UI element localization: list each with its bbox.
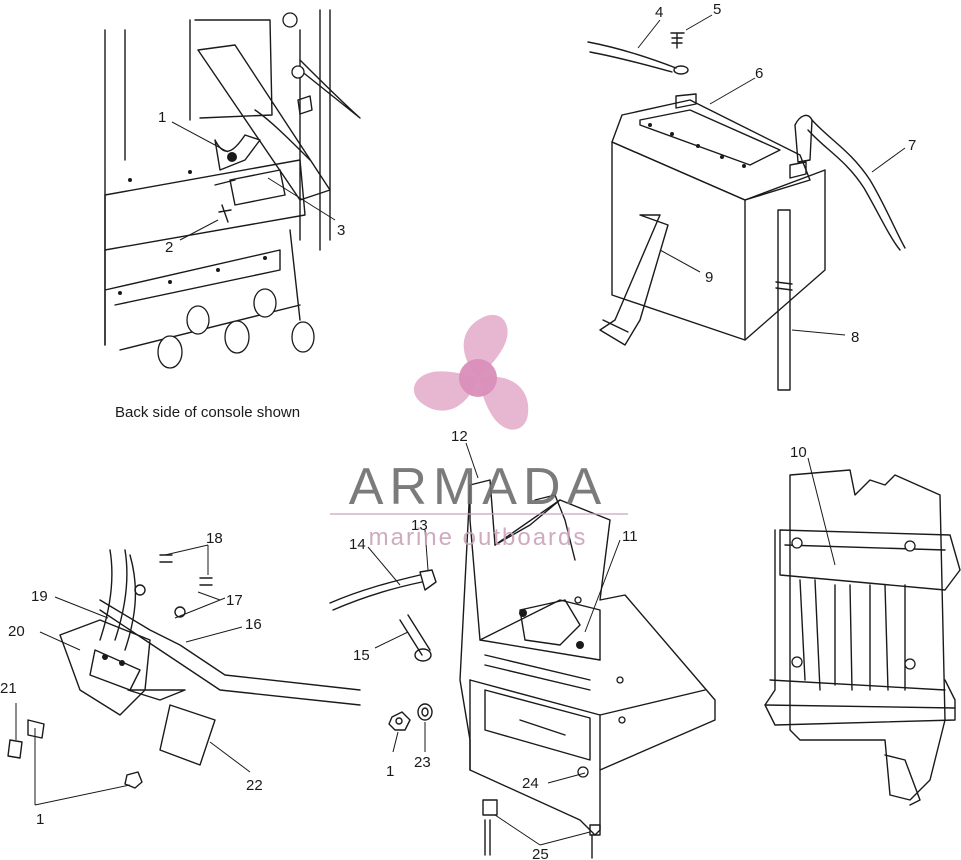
callout-8: 8 <box>851 329 859 346</box>
callout-10: 10 <box>790 444 807 461</box>
watermark: ARMADA marine outboards <box>330 314 628 551</box>
watermark-tagline: marine outboards <box>369 524 588 551</box>
callout-24: 24 <box>522 775 539 792</box>
callout-7: 7 <box>908 137 916 154</box>
callout-23: 23 <box>414 754 431 771</box>
callout-11: 11 <box>622 528 638 545</box>
callout-22: 22 <box>246 777 263 794</box>
callout-14: 14 <box>349 536 366 553</box>
battery-box-assembly <box>764 469 961 806</box>
callout-19: 19 <box>31 588 48 605</box>
console-assembly <box>104 9 361 369</box>
callout-1-bracket: 1 <box>386 763 394 780</box>
cable-clamp-assembly <box>7 549 361 789</box>
callout-4: 4 <box>655 4 663 21</box>
propeller-icon <box>414 314 529 430</box>
callout-12: 12 <box>451 428 468 445</box>
callout-2: 2 <box>165 239 173 256</box>
battery-bracket-assembly <box>329 479 716 859</box>
callout-5: 5 <box>713 1 721 18</box>
callout-17: 17 <box>226 592 243 609</box>
callout-3: 3 <box>337 222 345 239</box>
callout-16: 16 <box>245 616 262 633</box>
callout-15: 15 <box>353 647 370 664</box>
callout-labels: 1 2 3 4 5 6 7 8 9 10 11 12 13 14 15 16 1… <box>0 1 916 860</box>
callout-20: 20 <box>8 623 25 640</box>
callout-6: 6 <box>755 65 763 82</box>
watermark-brand: ARMADA <box>349 458 607 516</box>
callout-9: 9 <box>705 269 713 286</box>
callout-21: 21 <box>0 680 17 697</box>
callout-1: 1 <box>158 109 166 126</box>
callout-18: 18 <box>206 530 223 547</box>
leader-lines <box>15 14 906 846</box>
callout-25: 25 <box>532 846 549 860</box>
battery-assembly <box>587 32 906 391</box>
diagram-caption: Back side of console shown <box>115 404 300 421</box>
callout-1-lower-left: 1 <box>36 811 44 828</box>
callout-13: 13 <box>411 517 428 534</box>
